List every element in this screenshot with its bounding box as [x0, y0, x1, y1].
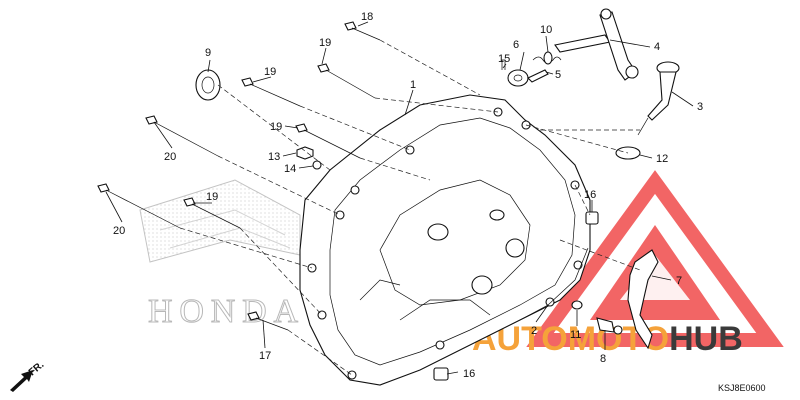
- callout-14: 14: [284, 163, 296, 175]
- callout-20-lower: 20: [113, 225, 125, 237]
- watermark-brand: HONDA: [148, 293, 298, 330]
- callout-17: 17: [259, 350, 271, 362]
- callouts: 1 2 3 4 5 6 7 8 9 10 11 12 13 14 15 16 1…: [113, 11, 703, 380]
- front-direction-arrow: FR.: [10, 359, 46, 392]
- callout-16-lower: 16: [463, 368, 475, 380]
- callout-10: 10: [540, 24, 552, 36]
- callout-19-top: 19: [319, 37, 331, 49]
- bolt-and-washer: [571, 300, 623, 335]
- leader-lines: [105, 21, 694, 375]
- callout-7: 7: [676, 275, 682, 287]
- honda-wing-logo: [139, 179, 301, 263]
- callout-18: 18: [361, 11, 373, 23]
- callout-8: 8: [600, 353, 606, 365]
- dowel-pin-upper: [585, 211, 599, 225]
- diagram-code: KSJ8E0600: [718, 383, 766, 393]
- watermark-part-hub: HUB: [669, 320, 743, 358]
- callout-4: 4: [654, 41, 660, 53]
- callout-9: 9: [205, 47, 211, 59]
- callout-12: 12: [656, 153, 668, 165]
- oil-seal: [195, 69, 221, 101]
- callout-19-third: 19: [270, 121, 282, 133]
- callout-3: 3: [697, 101, 703, 113]
- callout-15: 15: [498, 53, 510, 65]
- callout-19-second: 19: [264, 66, 276, 78]
- callout-1: 1: [410, 79, 416, 91]
- oil-dipstick: [637, 61, 680, 136]
- shift-arm: [554, 8, 639, 81]
- bolts: [97, 21, 381, 331]
- dowel-pin-lower: [433, 367, 449, 381]
- callout-2: 2: [531, 325, 537, 337]
- callout-6: 6: [513, 39, 519, 51]
- washer: [312, 160, 322, 170]
- crankcase-cover: [299, 94, 591, 386]
- cover-gasket: [519, 247, 589, 321]
- callout-20-upper: 20: [164, 151, 176, 163]
- callout-19-lower: 19: [206, 191, 218, 203]
- alignment-lines: [179, 39, 641, 376]
- spring-and-collar: [501, 51, 562, 87]
- callout-16-upper: 16: [584, 189, 596, 201]
- callout-13: 13: [268, 151, 280, 163]
- bracket-plate: [627, 249, 659, 350]
- callout-5: 5: [555, 69, 561, 81]
- callout-11: 11: [570, 329, 581, 341]
- nut: [296, 146, 314, 160]
